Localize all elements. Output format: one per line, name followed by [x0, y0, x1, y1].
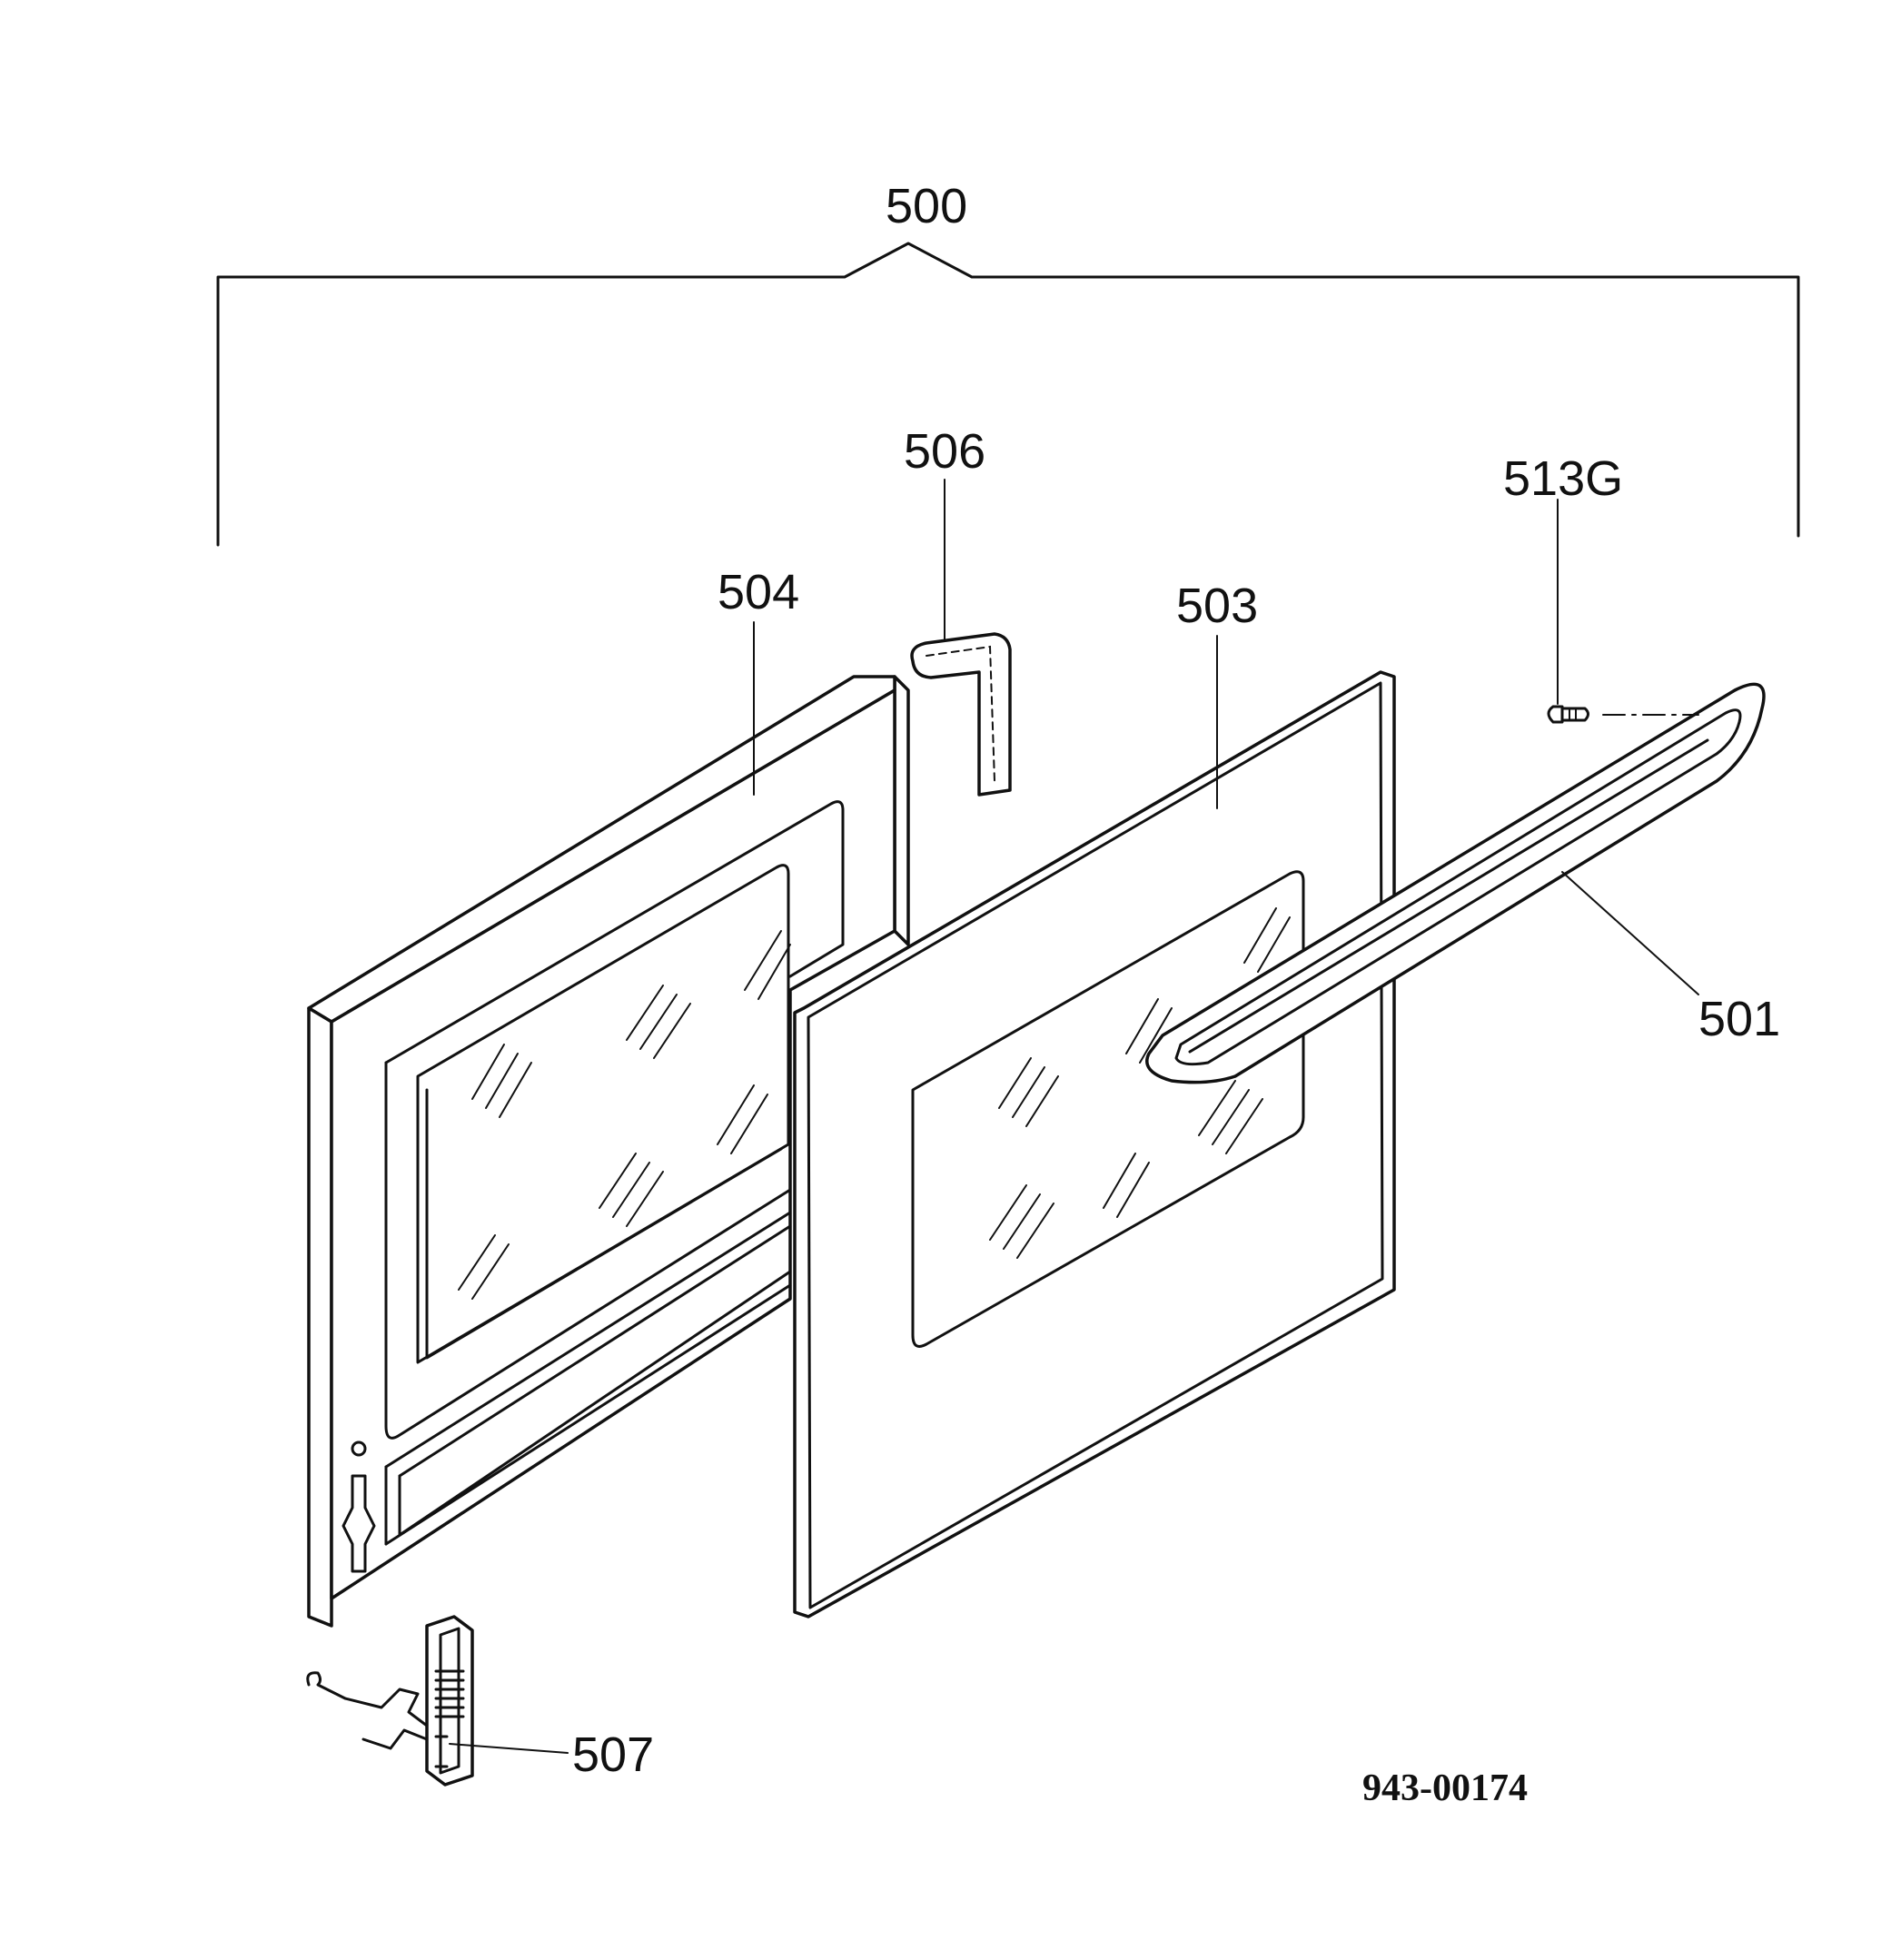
leader-507	[449, 1743, 569, 1754]
inner-door-panel-504	[307, 675, 910, 1628]
label-507: 507	[572, 1727, 654, 1782]
label-501: 501	[1698, 992, 1780, 1046]
screw-513g	[1547, 705, 1699, 724]
hinge-507	[306, 1615, 474, 1787]
seal-506	[910, 632, 1012, 797]
label-513g: 513G	[1503, 451, 1623, 506]
leader-501	[1561, 871, 1699, 995]
label-500: 500	[886, 179, 967, 233]
label-504: 504	[718, 565, 799, 619]
handle-501	[1145, 682, 1766, 1084]
label-503: 503	[1176, 579, 1258, 633]
outer-glass-panel-503	[793, 670, 1396, 1618]
drawing-number: 943-00174	[1362, 1767, 1528, 1809]
label-506: 506	[904, 424, 985, 479]
assembly-bracket	[216, 242, 1800, 547]
